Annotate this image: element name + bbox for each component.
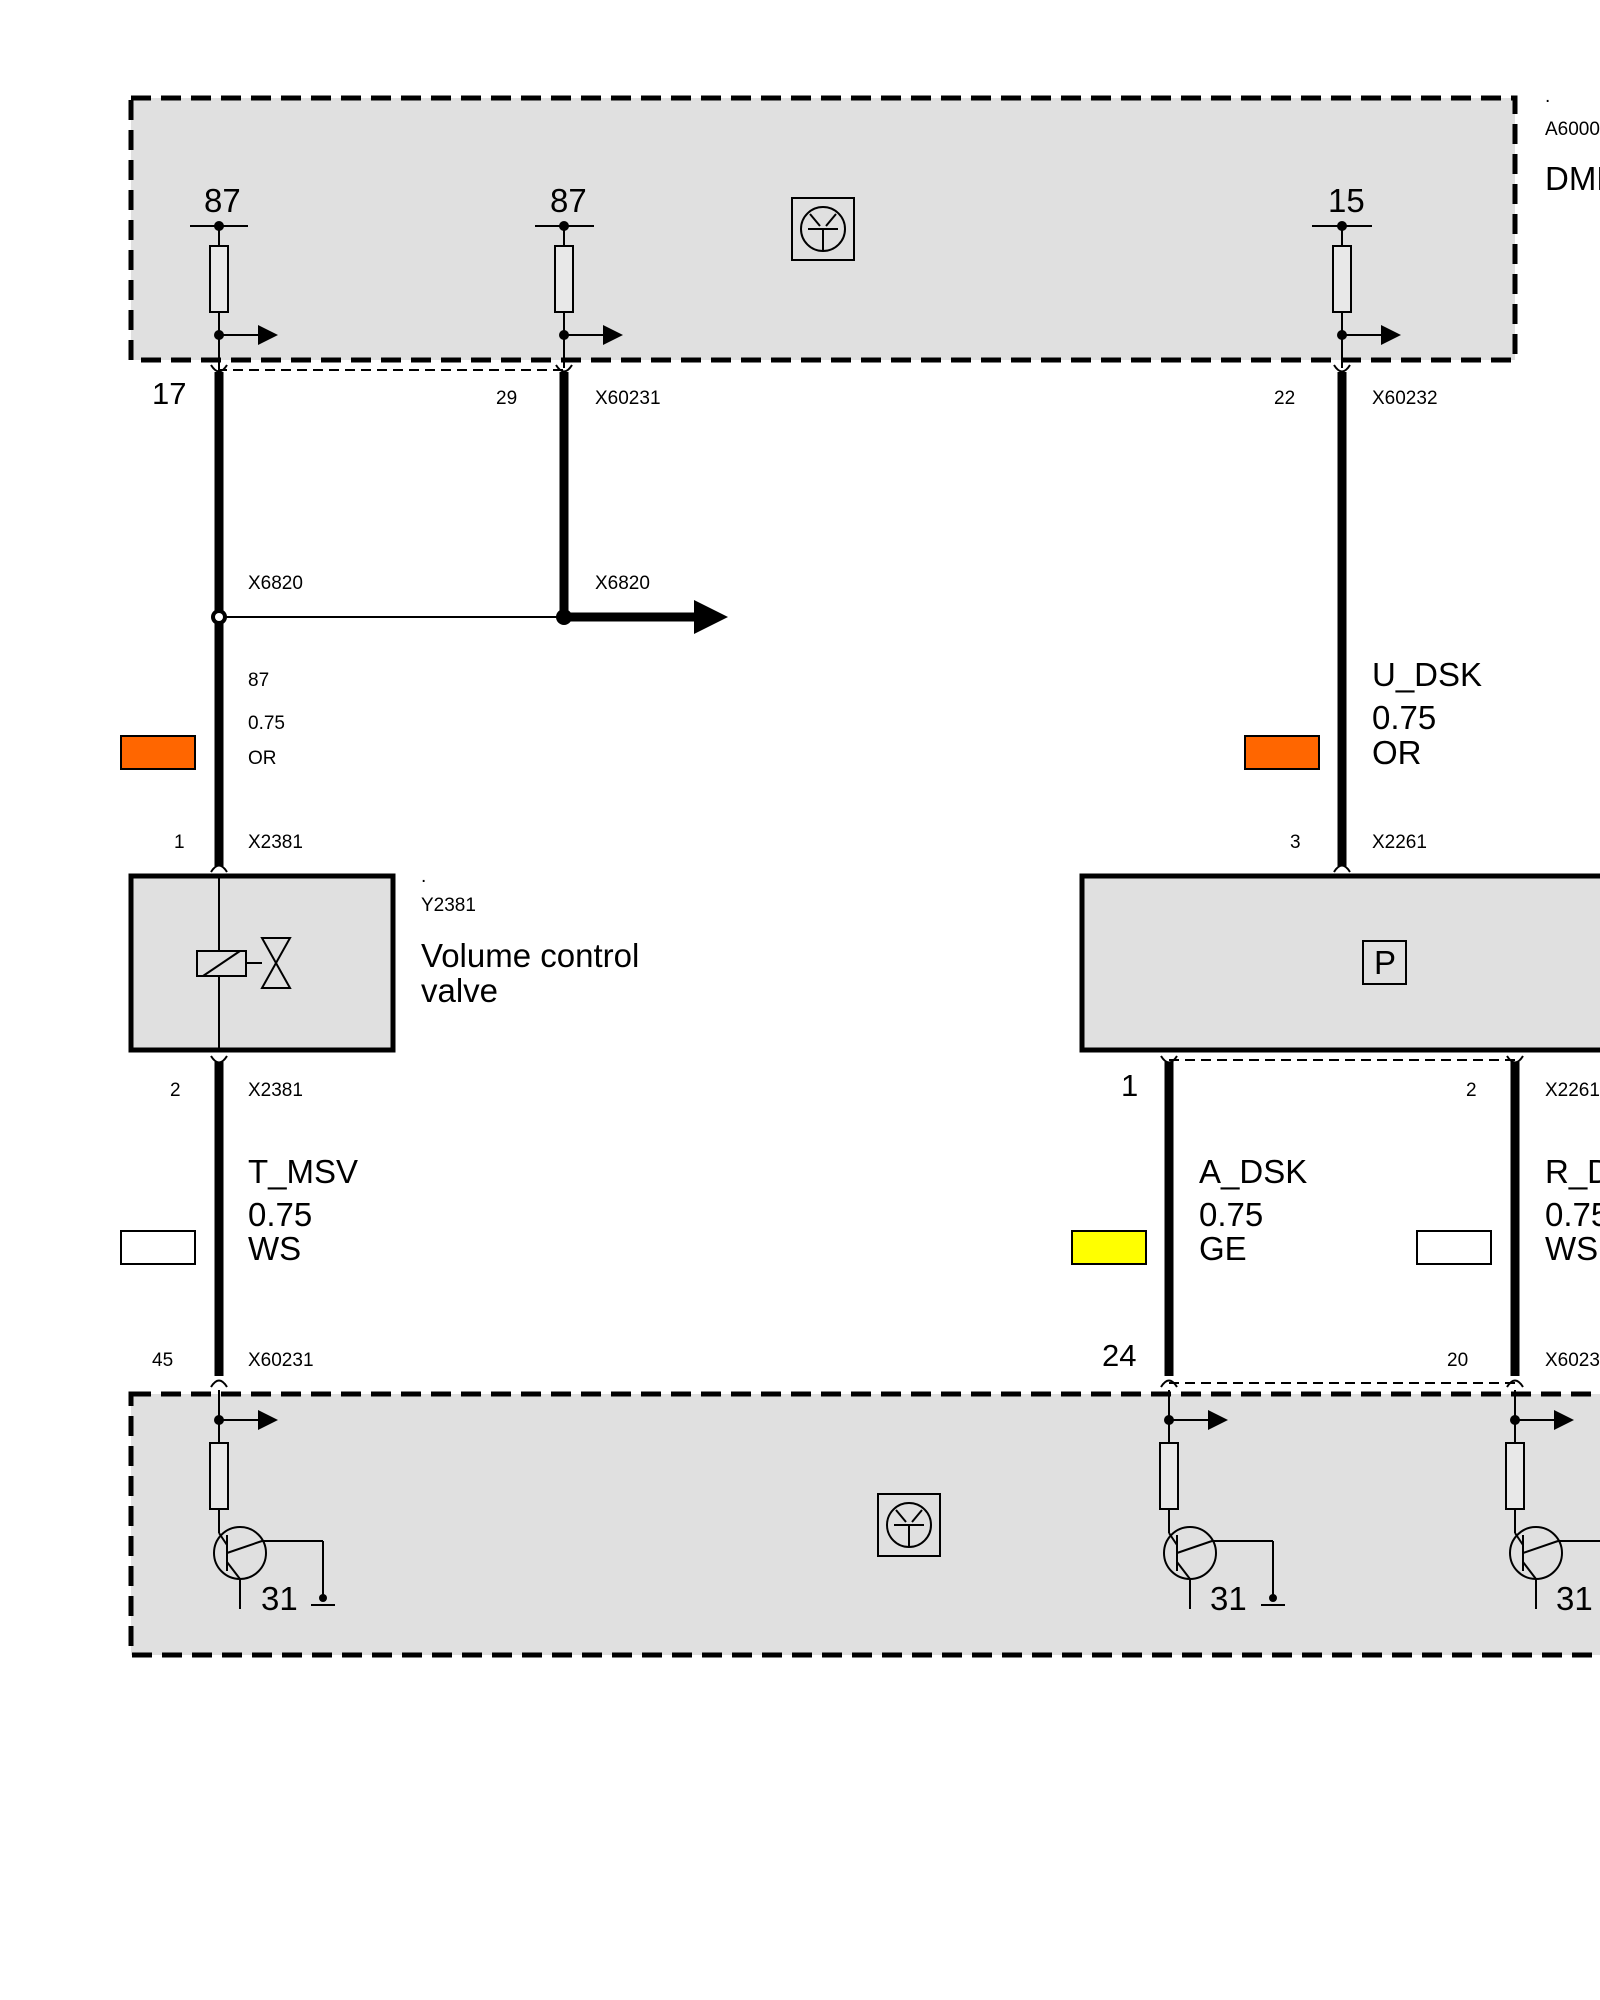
valve-id: Y2381 xyxy=(421,895,476,916)
wire-size: 0.75 xyxy=(1372,699,1436,736)
connector-hook xyxy=(210,364,228,373)
top-pin-label: 15 xyxy=(1328,182,1365,219)
pin-number: 1 xyxy=(1121,1068,1138,1103)
wire-color-swatch-ws xyxy=(1416,1230,1492,1265)
top-pin-label: 87 xyxy=(204,182,241,219)
pin-number: 2 xyxy=(1466,1080,1477,1101)
output-stage-1: 31 xyxy=(209,1390,335,1617)
wire-signal: T_MSV xyxy=(248,1153,358,1190)
svg-text:P: P xyxy=(1374,944,1396,981)
connector-hook xyxy=(555,364,573,373)
connector-hook xyxy=(1333,864,1351,873)
wire-color-swatch-or xyxy=(120,735,196,770)
connector-hook xyxy=(210,864,228,873)
top-pin-1-87: 87 xyxy=(190,182,278,368)
pressure-sensor-icon: P xyxy=(1362,940,1407,985)
pin-number: 3 xyxy=(1290,832,1301,853)
top-module-name: DME xyxy=(1545,160,1600,197)
pin-number-24: 24 xyxy=(1102,1338,1136,1373)
connector-label: X60232 xyxy=(1372,388,1438,409)
connector-label: X60231 xyxy=(248,1350,314,1371)
arrow-right-icon xyxy=(694,600,728,634)
valve-name-line1: Volume control xyxy=(421,937,639,974)
top-module-id: A6000 xyxy=(1545,119,1600,140)
wire-size: 0.75 xyxy=(1545,1196,1600,1233)
connector-hook xyxy=(1506,1379,1524,1388)
wire-size: 0.75 xyxy=(1199,1196,1263,1233)
pin-number-29: 29 xyxy=(496,388,517,409)
wire-color-code: OR xyxy=(1372,734,1422,771)
wire-signal: R_DSK xyxy=(1545,1153,1600,1190)
wire-color-code: WS xyxy=(248,1230,301,1267)
valve-dot: . xyxy=(421,866,426,887)
connector-label: X60232 xyxy=(1545,1350,1600,1371)
wire-signal: 87 xyxy=(248,670,269,691)
connector-label: X2261 xyxy=(1545,1080,1600,1101)
top-pin-3-15: 15 xyxy=(1312,182,1401,368)
wire-color-swatch-or xyxy=(1244,735,1320,770)
connector-hook xyxy=(1160,1379,1178,1388)
pin-number-20: 20 xyxy=(1447,1350,1468,1371)
bottom-module-box xyxy=(128,1391,1600,1658)
pin-number-22: 22 xyxy=(1274,388,1295,409)
wire-color-swatch-ge xyxy=(1071,1230,1147,1265)
top-pin-2-87: 87 xyxy=(535,182,623,368)
connector-hook xyxy=(210,1379,228,1388)
splice-label-left: X6820 xyxy=(248,573,303,594)
top-pin-label: 87 xyxy=(550,182,587,219)
pin-number: 2 xyxy=(170,1080,181,1101)
connector-label: X2381 xyxy=(248,832,303,853)
wire-size: 0.75 xyxy=(248,1196,312,1233)
ground-label: 31 xyxy=(261,1580,298,1617)
top-connector-bracket xyxy=(218,368,565,371)
wire-size: 0.75 xyxy=(248,713,285,734)
top-module-dot: . xyxy=(1545,86,1550,107)
splice-label-right: X6820 xyxy=(595,573,650,594)
connector-hook xyxy=(1333,364,1351,373)
ground-label: 31 xyxy=(1210,1580,1247,1617)
wire-color-code: OR xyxy=(248,748,277,769)
connector-label: X2261 xyxy=(1372,832,1427,853)
valve-name-line2: valve xyxy=(421,972,498,1009)
output-stage-2: 31 xyxy=(1159,1390,1285,1617)
output-stage-3: 31 xyxy=(1505,1390,1600,1617)
ecu-icon xyxy=(877,1493,941,1557)
sensor-box xyxy=(1079,873,1600,1053)
solenoid-valve-icon xyxy=(196,937,292,989)
connector-hook xyxy=(210,1055,228,1064)
pin-number: 1 xyxy=(174,832,185,853)
wire-color-code: GE xyxy=(1199,1230,1247,1267)
wire-color-swatch-ws xyxy=(120,1230,196,1265)
wire-signal: A_DSK xyxy=(1199,1153,1307,1190)
pin-number-45: 45 xyxy=(152,1350,173,1371)
wire-signal: U_DSK xyxy=(1372,656,1482,693)
ground-label: 31 xyxy=(1556,1580,1593,1617)
connector-label: X60231 xyxy=(595,388,661,409)
connector-label: X2381 xyxy=(248,1080,303,1101)
ecu-icon xyxy=(791,197,855,261)
pin-number-17: 17 xyxy=(152,376,186,411)
wire-color-code: WS xyxy=(1545,1230,1598,1267)
